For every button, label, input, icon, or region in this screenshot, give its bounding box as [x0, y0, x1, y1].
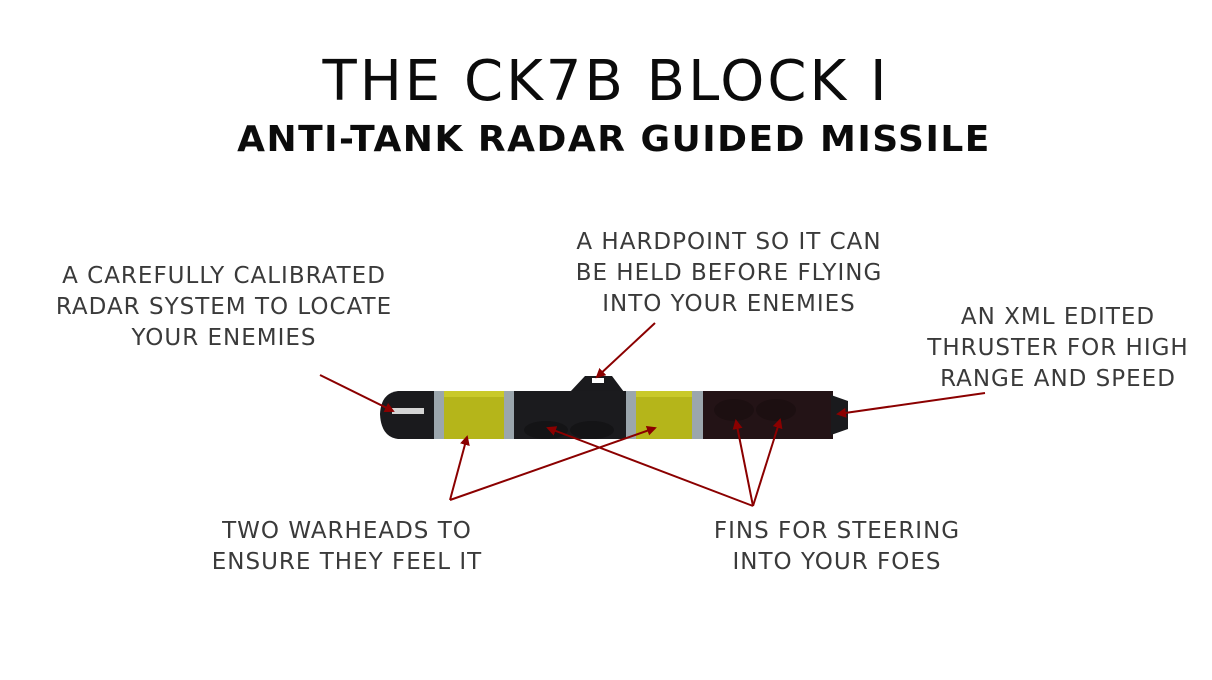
fins-callout-line-2: INTO YOUR FOES	[732, 549, 942, 575]
thruster-callout-line-3: RANGE AND SPEED	[940, 366, 1176, 392]
fins-arrow-rear	[752, 418, 783, 507]
rear-warhead-highlight	[636, 391, 694, 397]
forward-fin-right	[570, 421, 614, 439]
hardpoint-callout: A HARDPOINT SO IT CAN BE HELD BEFORE FLY…	[549, 227, 909, 320]
thruster-callout-line-2: THRUSTER FOR HIGH	[927, 335, 1189, 361]
fins-callout: FINS FOR STEERING INTO YOUR FOES	[694, 516, 980, 578]
warheads-callout: TWO WARHEADS TO ENSURE THEY FEEL IT	[196, 516, 498, 578]
forward-warhead-highlight	[444, 391, 504, 397]
thruster-separator-band	[692, 391, 704, 439]
thruster-callout: AN XML EDITED THRUSTER FOR HIGH RANGE AN…	[912, 302, 1204, 395]
radar-callout-line-2: RADAR SYSTEM TO LOCATE	[55, 294, 393, 320]
diagram-subtitle: ANTI-TANK RADAR GUIDED MISSILE	[237, 119, 991, 160]
thruster-arrow	[836, 392, 986, 418]
hardpoint-callout-line-3: INTO YOUR ENEMIES	[602, 291, 856, 317]
warheads-arrow-rear	[449, 425, 657, 501]
radar-seeker-nose	[380, 391, 448, 439]
fins-arrow-mid	[732, 419, 754, 507]
thruster-callout-line-1: AN XML EDITED	[960, 304, 1156, 330]
fins-callout-line-1: FINS FOR STEERING	[713, 518, 961, 544]
radar-callout: A CAREFULLY CALIBRATED RADAR SYSTEM TO L…	[42, 261, 406, 354]
hardpoint-mount	[570, 376, 624, 392]
nose-separator-band	[434, 391, 446, 439]
warheads-arrow-forward	[449, 435, 470, 501]
seeker-notch	[392, 408, 424, 414]
hardpoint-slot	[592, 378, 604, 383]
thruster-nozzle	[831, 395, 848, 435]
hardpoint-callout-line-2: BE HELD BEFORE FLYING	[575, 260, 883, 286]
callout-arrows	[319, 322, 986, 507]
radar-callout-line-3: YOUR ENEMIES	[131, 325, 317, 351]
warheads-callout-line-1: TWO WARHEADS TO	[222, 518, 472, 544]
forward-fin-left	[524, 421, 568, 439]
warheads-callout-line-2: ENSURE THEY FEEL IT	[211, 549, 483, 575]
radar-arrow	[319, 374, 395, 412]
diagram-title: THE CK7B BLOCK I	[322, 49, 890, 114]
rear-fin-right	[756, 399, 796, 421]
radar-callout-line-1: A CAREFULLY CALIBRATED	[62, 263, 386, 289]
fins-arrow-forward	[546, 426, 754, 507]
rear-separator-band	[626, 391, 638, 439]
hardpoint-callout-line-1: A HARDPOINT SO IT CAN	[576, 229, 882, 255]
mid-separator-band	[504, 391, 516, 439]
forward-warhead-band	[444, 391, 504, 439]
hardpoint-arrow	[595, 322, 656, 379]
rear-fin-left	[714, 399, 754, 421]
